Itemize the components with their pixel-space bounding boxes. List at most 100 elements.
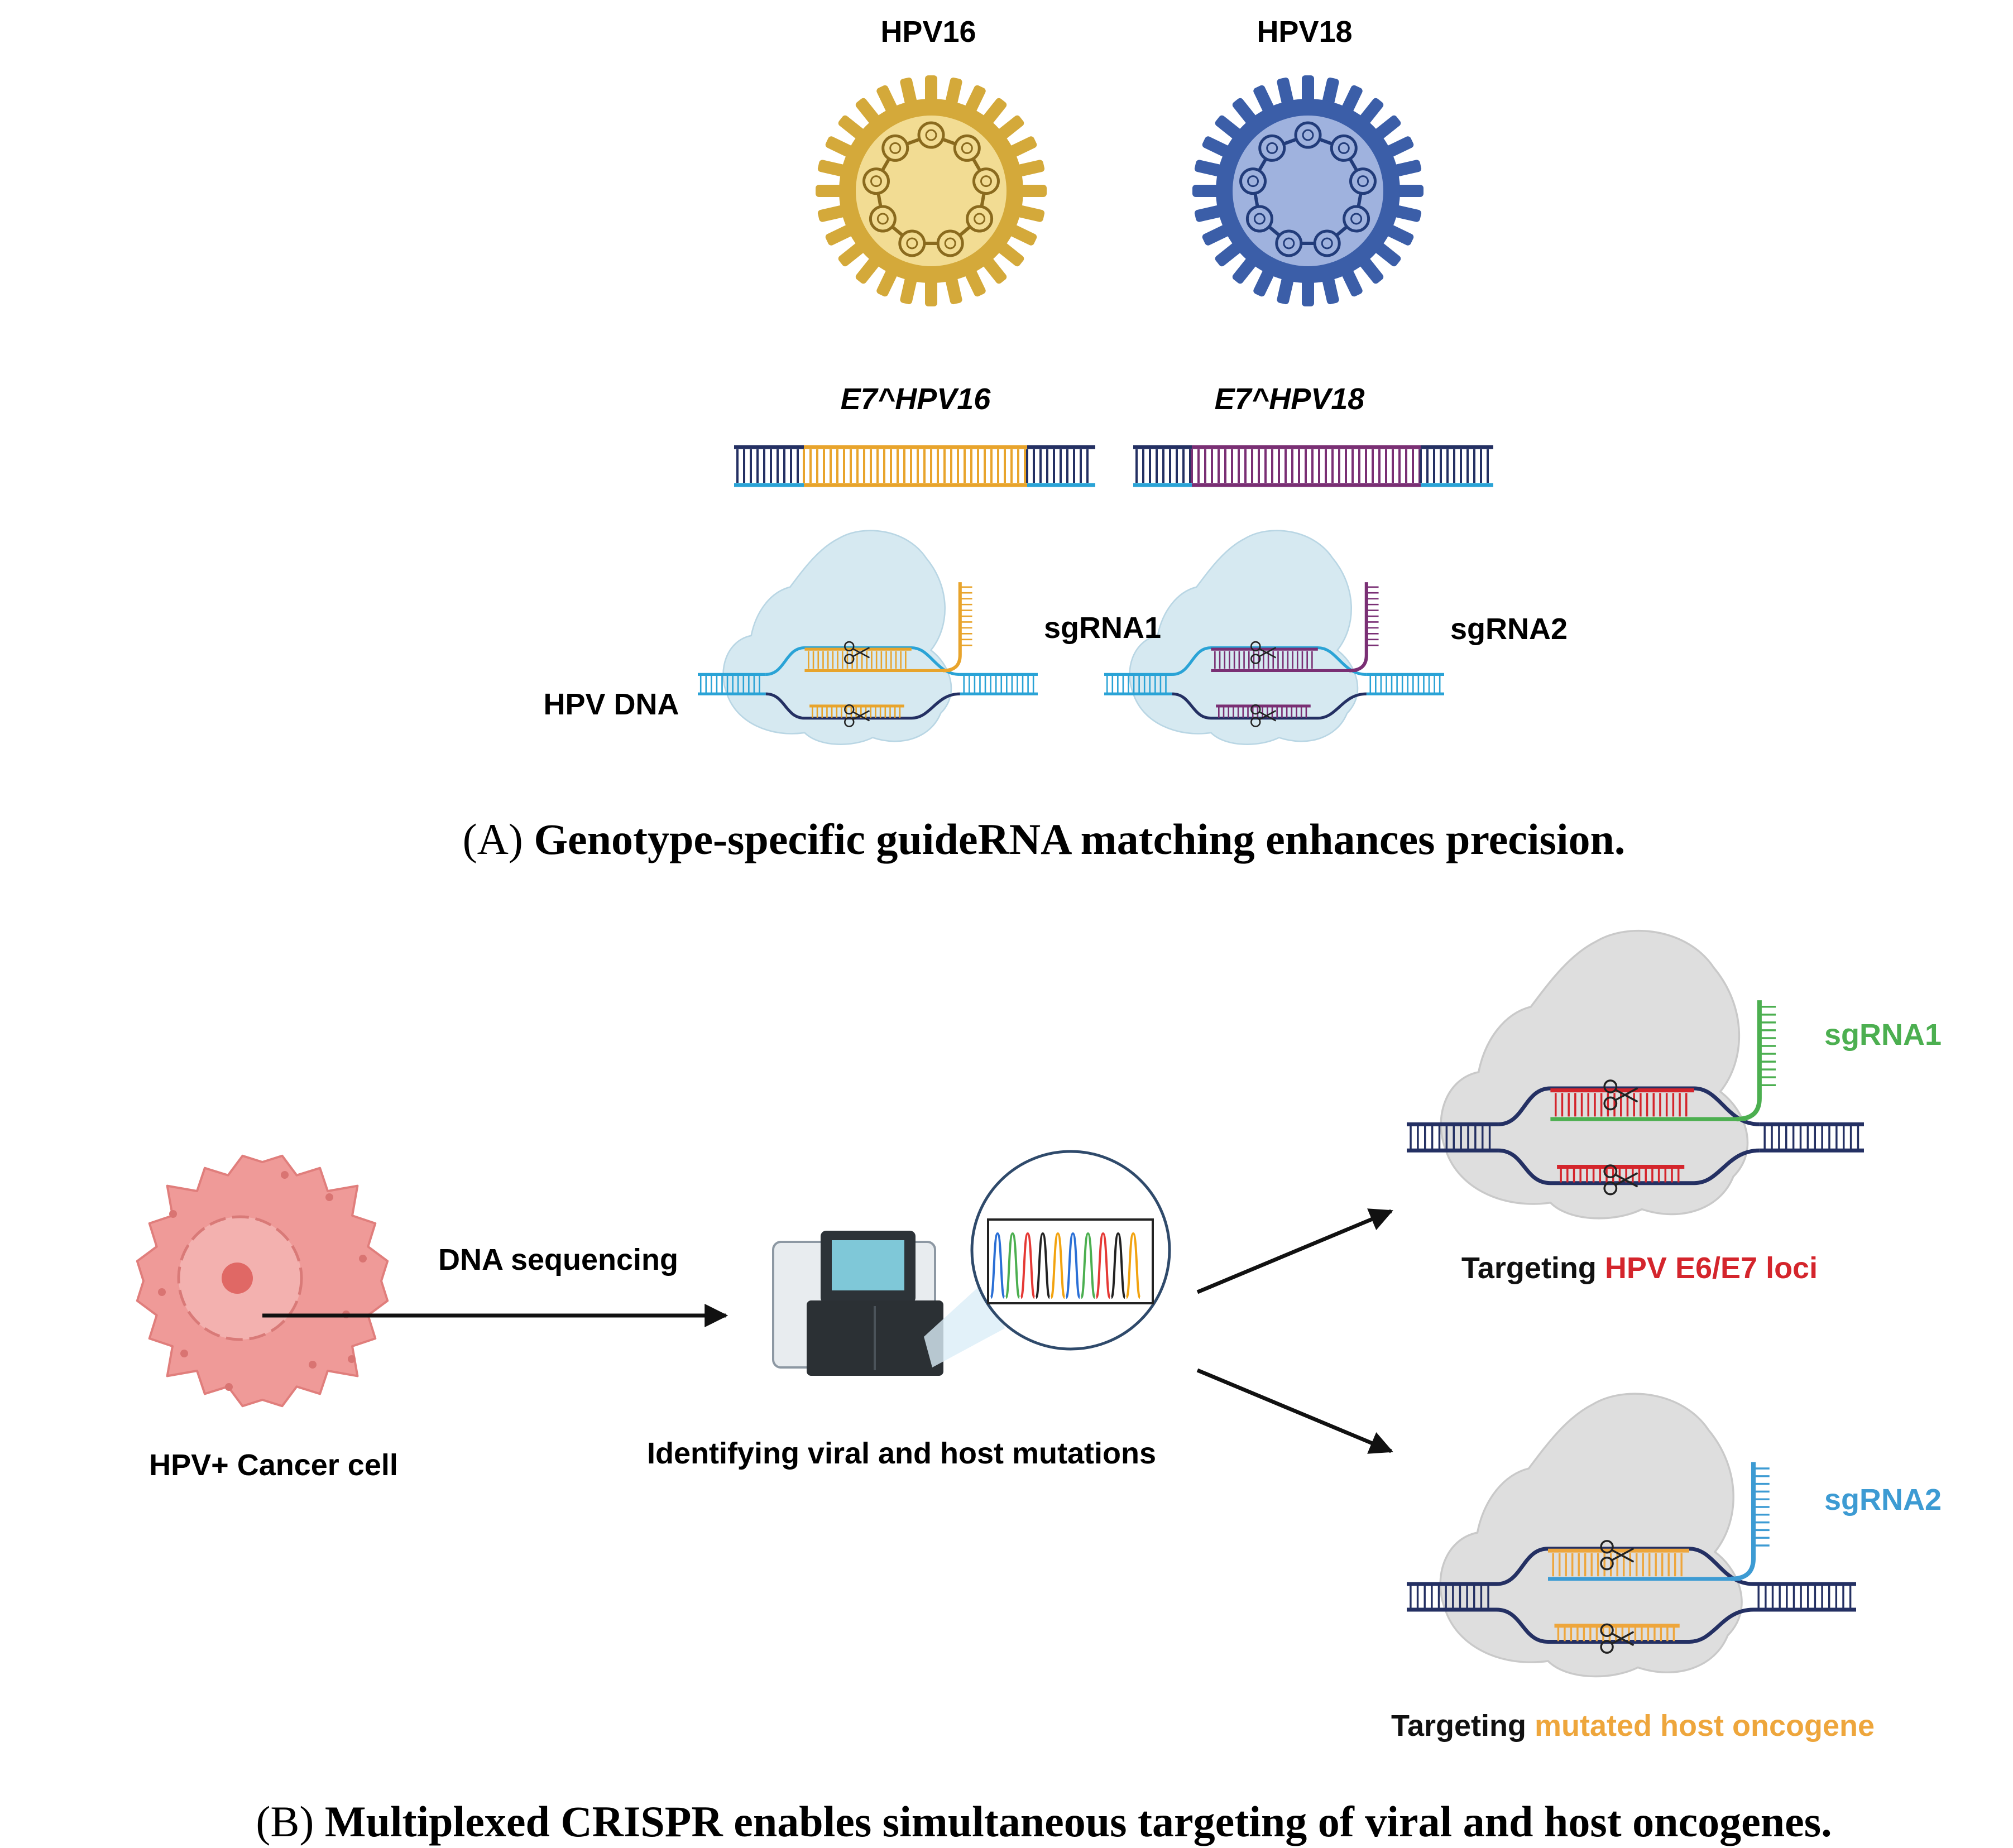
cas9-complex-viral-target [1407,929,1865,1220]
dna-rungs [699,674,760,694]
capsid-spike [998,115,1024,140]
chromatogram-peak [1080,1232,1096,1299]
chromatogram-peak [1095,1232,1111,1299]
chromatogram-peak [1110,1232,1126,1299]
nucleosome-core [961,142,973,154]
panel-a-caption-text: Genotype-specific guideRNA matching enha… [534,815,1625,863]
scissors-blade [852,710,870,721]
top-sgrna1-label: sgRNA1 [1824,1018,1942,1052]
scissors-handle [1603,1079,1618,1093]
capsid-spike [925,280,937,306]
dna-rungs [1369,674,1441,694]
panel-b: HPV+ Cancer cell DNA sequencing Identify… [136,929,1942,1846]
nucleosome-core [870,175,883,188]
nucleosome [1294,121,1322,149]
dna-rungs [1026,449,1089,483]
hpv16-virion-icon [816,75,1047,306]
cell-granule [225,1383,233,1391]
dna-rungs [1552,1553,1683,1577]
cas9-complex-host-target [1407,1393,1856,1678]
e7-hpv16-gene-label: E7^HPV16 [841,382,991,416]
capsid-spike [1393,160,1422,177]
chromatogram-peak [990,1232,1005,1299]
chromatogram-peak [1005,1232,1020,1299]
dna-rungs [963,674,1034,694]
nucleosome-core [1247,175,1259,188]
nucleosome-core [906,237,918,249]
nucleosome [1349,167,1377,195]
scissors-handle [1250,704,1261,715]
scissors-blade [1615,1172,1638,1186]
scissors-handle [1250,717,1261,727]
capsid-spike [1342,85,1363,113]
capsid-spike [876,269,897,297]
dna-rungs [812,707,901,718]
capsid-spike [982,257,1007,284]
capsid-spike [1202,225,1230,246]
nucleosome [972,167,1000,195]
capsid-spike [1009,136,1037,157]
scissors-blade [1611,1631,1635,1645]
nucleosome [1313,229,1341,257]
scissors-blade [1615,1089,1638,1103]
cas9-protein [1439,1393,1743,1678]
sgrna-scaffold-bases [960,586,972,646]
dna-rungs [1757,1583,1852,1610]
e7-hpv16-dna-segment [734,445,1095,487]
capsid-spike [1253,85,1274,113]
cell-granule [180,1350,188,1357]
scissors-handle [1250,654,1261,664]
scissors-handle [1600,1640,1614,1654]
scissors-handle [844,704,855,715]
dna-rungs [736,449,799,483]
capsid-spike [1342,269,1363,297]
host-target-label: Targeting mutated host oncogene [1391,1709,1875,1743]
capsid-spike [1359,98,1384,124]
capsid-spike [1192,185,1219,197]
dna-rungs [1218,707,1307,718]
hpv-dna-label: HPV DNA [543,688,679,721]
capsid-spike [1302,75,1314,102]
viral-genome [1251,133,1365,245]
chromatogram-peak [1050,1232,1066,1299]
capsid-spike [925,75,937,102]
nucleosome [1258,134,1286,162]
sequencer-screen [832,1240,904,1290]
dna-rungs [1420,449,1489,483]
scissors-handle [1603,1164,1618,1179]
scissors-handle [844,641,855,652]
chromatogram-magnifier-icon [924,1150,1171,1367]
dna-sequencing-label: DNA sequencing [438,1243,678,1276]
cas9-complex-sgrna2 [1104,530,1445,745]
nucleosome [862,167,890,195]
nucleosome-core [1338,142,1350,154]
capsid-spike [1374,115,1401,140]
capsid-spike [1017,160,1045,177]
chromatogram-peak [1125,1232,1141,1299]
capsid-spike [900,276,917,305]
sgrna-scaffold [1349,582,1368,673]
sgrna-scaffold [943,582,962,673]
scissors-blade [1259,648,1277,659]
capsid-spike [998,242,1024,267]
scissors-blade [1259,647,1277,657]
capsid-spike [945,77,962,105]
panel-b-caption: (B) Multiplexed CRISPR enables simultane… [256,1797,1832,1846]
dna-rungs [1560,1168,1680,1183]
nucleosome [1239,167,1267,195]
dna-rungs [1763,1124,1859,1151]
nucleosome [953,134,981,162]
nucleosome-core [876,213,889,225]
dna-rungs [1557,1627,1675,1641]
sgrna-scaffold [1731,1462,1756,1581]
capsid-spike [876,85,897,113]
capsid-spike [1232,257,1257,284]
capsid-spike [1277,276,1294,305]
capsid-spike [1194,205,1223,222]
cell-granule [309,1361,317,1369]
nucleosome-core [944,237,956,249]
dna-rungs [1555,1093,1688,1117]
cas9-complex-sgrna1 [698,530,1038,745]
capsid-spike [965,269,986,297]
panel-b-caption-prefix: (B) [256,1797,314,1846]
